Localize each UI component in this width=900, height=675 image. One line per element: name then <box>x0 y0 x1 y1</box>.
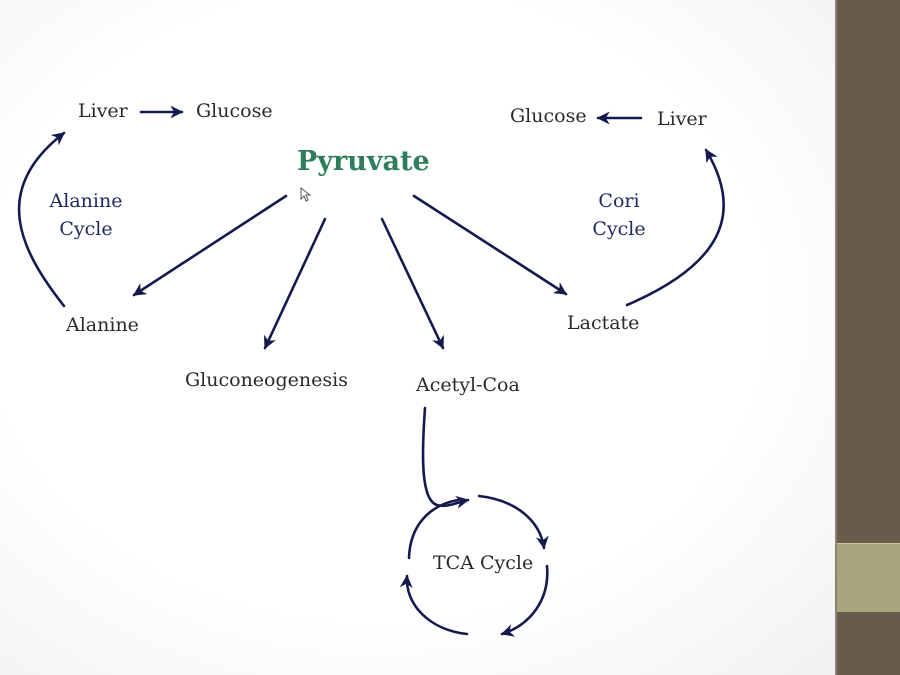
node-alanine: Alanine <box>66 314 139 336</box>
node-glucose-left: Glucose <box>196 100 273 122</box>
tca-arc-top-left <box>407 498 460 560</box>
arrow-lactate-to-liver <box>625 148 725 307</box>
slide-theme-sidebar <box>835 0 900 675</box>
arrow-pyruvate-to-gluconeogenesis <box>263 217 327 350</box>
node-gluconeogenesis: Gluconeogenesis <box>185 369 348 391</box>
pyruvate-title: Pyruvate <box>297 146 430 177</box>
alanine-cycle-line2: Cycle <box>59 217 113 240</box>
sidebar-accent-band <box>837 543 900 612</box>
arrow-pyruvate-to-alanine <box>132 194 288 297</box>
slide-canvas: Pyruvate Liver Glucose Glucose Liver Ala… <box>0 0 835 675</box>
alanine-cycle-line1: Alanine <box>49 190 123 212</box>
node-liver-right: Liver <box>657 108 707 130</box>
node-liver-left: Liver <box>78 100 128 122</box>
alanine-cycle-label: Alanine Cycle <box>40 188 132 243</box>
node-lactate: Lactate <box>567 312 640 334</box>
arrow-alanine-to-liver <box>17 131 66 308</box>
tca-arc-top-right <box>477 494 549 550</box>
cori-cycle-line1: Cori <box>598 190 640 212</box>
cori-cycle-line2: Cycle <box>592 217 646 240</box>
mouse-cursor-icon <box>300 187 312 202</box>
arrow-acetyl-coa-to-tca <box>421 406 470 509</box>
node-tca-cycle: TCA Cycle <box>433 552 534 574</box>
arrow-pyruvate-to-lactate <box>412 194 568 296</box>
tca-arc-bottom-left <box>399 574 469 636</box>
node-acetyl-coa: Acetyl-Coa <box>416 374 520 396</box>
tca-arc-bottom-right <box>500 564 549 637</box>
cori-cycle-label: Cori Cycle <box>585 188 653 243</box>
diagram-arrows <box>17 105 725 637</box>
node-glucose-right: Glucose <box>510 105 587 127</box>
arrow-pyruvate-to-acetyl-coa <box>380 217 445 350</box>
